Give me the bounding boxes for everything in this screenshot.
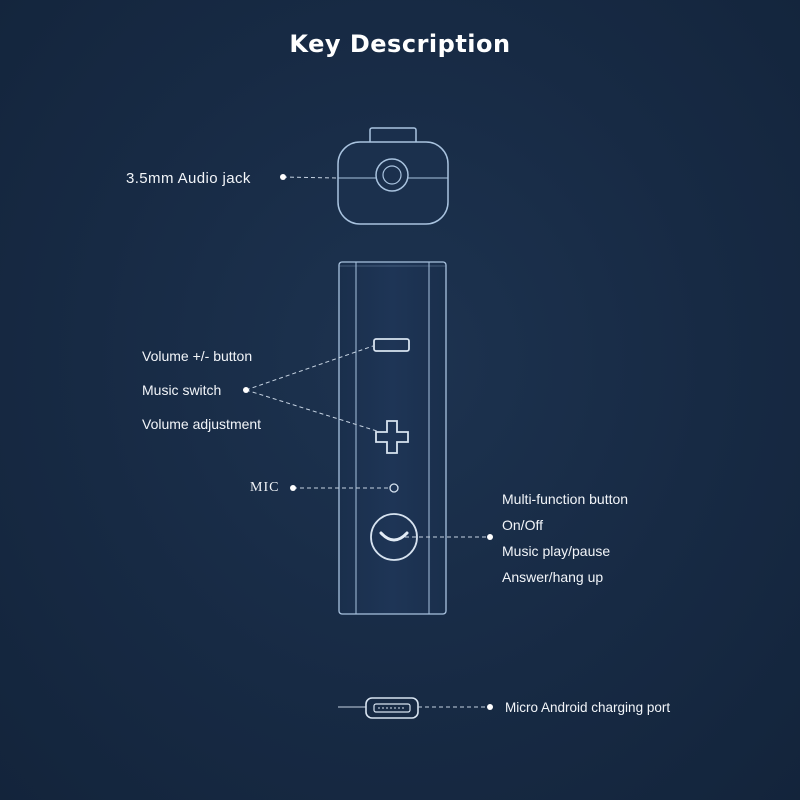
mic-label: MIC [250, 480, 280, 495]
device-body [338, 261, 447, 615]
phone-icon [379, 531, 409, 542]
volume-button-label: Volume +/- button [142, 348, 253, 364]
callout-dots [243, 174, 493, 710]
music-play-pause-label: Music play/pause [502, 543, 611, 559]
charging-port-label: Micro Android charging port [505, 700, 671, 715]
volume-minus-button[interactable] [373, 338, 410, 352]
micro-usb-port [338, 697, 419, 719]
volume-plus-button[interactable] [375, 420, 409, 454]
audio-jack-label: 3.5mm Audio jack [126, 170, 251, 187]
on-off-label: On/Off [502, 517, 543, 533]
volume-adjustment-label: Volume adjustment [142, 416, 262, 432]
music-switch-label: Music switch [142, 382, 222, 398]
audio-jack-top-view [337, 127, 449, 225]
answer-hang-up-label: Answer/hang up [502, 569, 604, 585]
callout-lines [245, 176, 490, 708]
page-title: Key Description [289, 30, 511, 58]
multi-function-label: Multi-function button [502, 491, 629, 507]
multi-function-button[interactable] [370, 513, 418, 561]
mic-hole [389, 483, 399, 493]
